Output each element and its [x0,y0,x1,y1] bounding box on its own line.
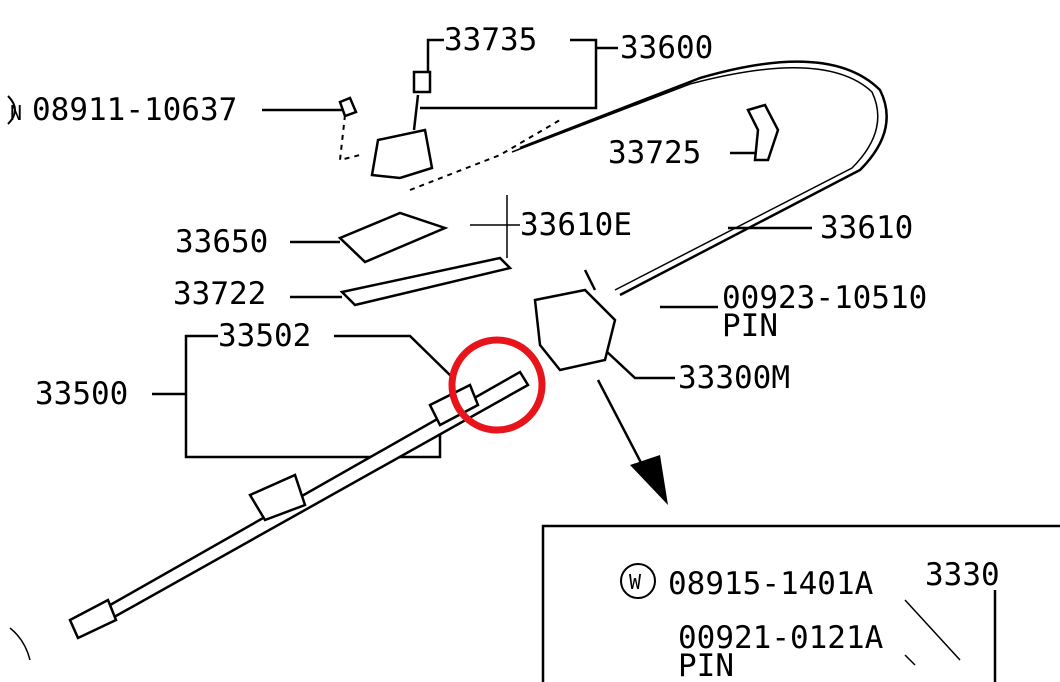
label-33735: 33735 [444,22,537,58]
label-33502: 33502 [218,318,311,354]
label-33600: 33600 [620,30,713,66]
highlight-circle [448,336,546,434]
label-33650: 33650 [175,224,268,260]
cables [511,60,888,297]
label-33500: 33500 [35,376,128,412]
label-08911-10637: 08911-10637 [32,92,237,128]
label-n-symbol: N [10,101,22,125]
label-pin-2: PIN [678,648,734,682]
detail-arrow [596,379,668,505]
label-33610E: 33610E [520,207,632,243]
label-00923-10510: 00923-10510 [722,280,927,316]
label-00921-0121A: 00921-0121A [678,620,884,656]
label-33610: 33610 [820,210,913,246]
label-08915-1401A: 08915-1401A [668,566,874,602]
label-33725: 33725 [608,135,701,171]
leader-lines [152,38,812,459]
control-rod [9,288,617,661]
label-w-symbol: W [629,570,642,594]
detail-box [541,524,1060,682]
label-33722: 33722 [173,276,266,312]
label-3330: 3330 [925,557,1000,593]
shifter-assembly [337,70,561,307]
label-pin: PIN [722,308,778,344]
label-33300M: 33300M [678,360,790,396]
